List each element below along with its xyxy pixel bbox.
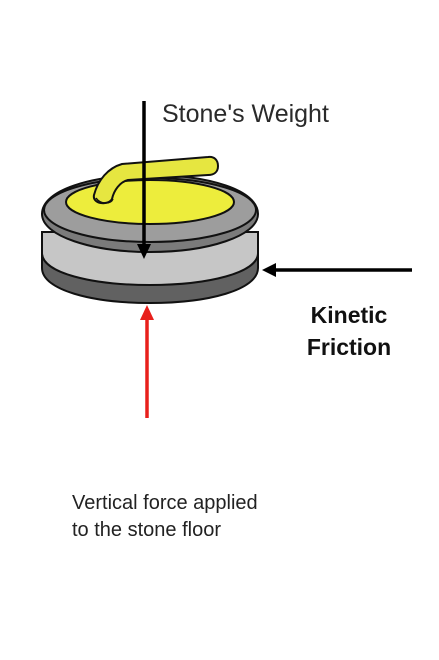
stone-handle (92, 155, 220, 205)
friction-arrow (262, 263, 412, 277)
normal-label-line2: to the stone floor (72, 519, 221, 541)
normal-force-label: Vertical force applied to the stone floo… (72, 490, 332, 544)
friction-label: Kinetic Friction (298, 299, 400, 363)
friction-label-line1: Kinetic (310, 302, 388, 328)
normal-force-arrow (140, 305, 154, 418)
stone-handle-shadow (95, 197, 114, 204)
stone-yellow-top (65, 179, 235, 225)
normal-label-line1: Vertical force applied (72, 492, 258, 514)
weight-arrow (137, 101, 151, 259)
curling-stone (40, 155, 260, 305)
weight-label: Stone's Weight (162, 100, 329, 128)
friction-label-line2: Friction (306, 334, 392, 360)
